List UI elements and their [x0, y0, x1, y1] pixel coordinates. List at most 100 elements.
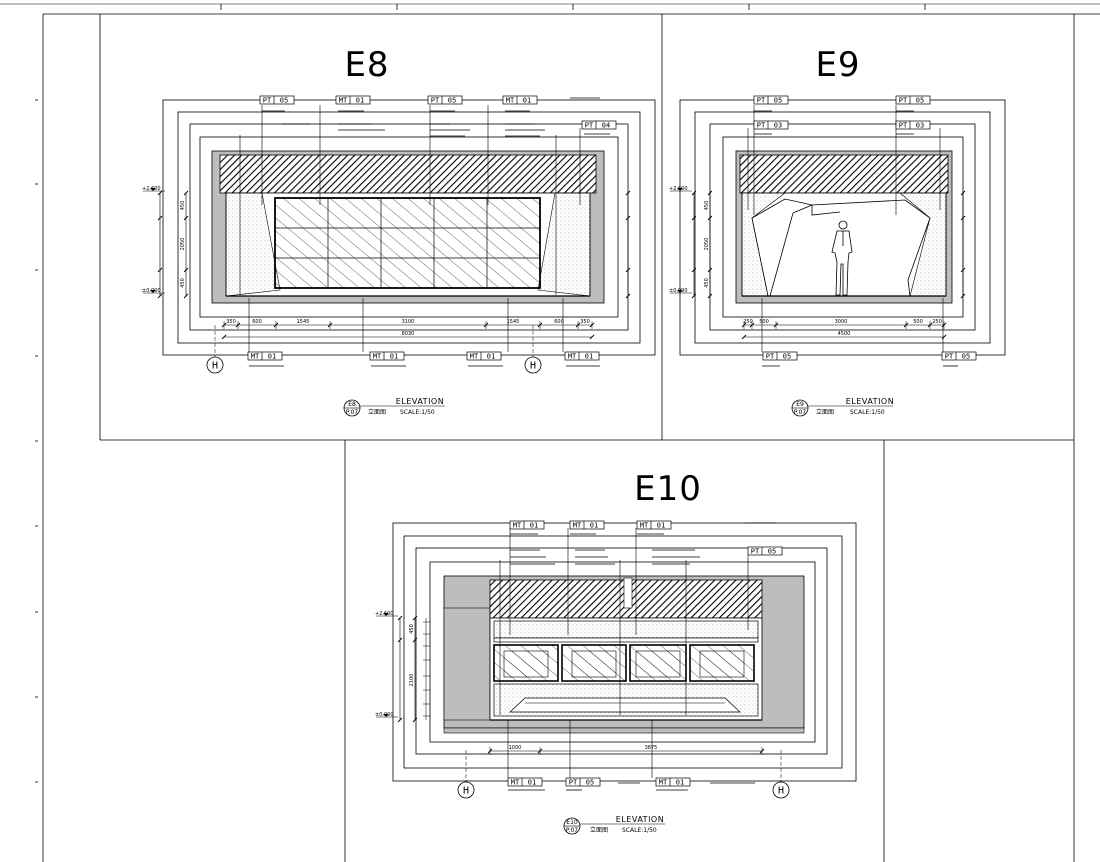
material-tag: MT 01 [569, 520, 605, 530]
sheet-frame [0, 3, 1100, 862]
dimension-value: 450 [409, 624, 415, 634]
elevation-e10: E10 [375, 469, 857, 835]
dimension-value: 250 [932, 319, 942, 325]
e8-caption-id: E8 [348, 401, 356, 408]
e8-caption-scale: SCALE:1/50 [400, 409, 435, 416]
dimension-value: 3875 [645, 745, 658, 751]
material-tag-code: PT [569, 778, 578, 786]
material-tag-code: PT [757, 96, 766, 104]
dimension-value: 2050 [704, 238, 710, 251]
material-tag: PT 05 [762, 351, 798, 361]
grid-marker [524, 356, 542, 374]
e10-caption-label: ELEVATION [616, 815, 664, 824]
material-tag-number: 04 [602, 121, 610, 129]
dimension-value: 350 [580, 319, 590, 325]
material-tag-code: PT [757, 121, 766, 129]
material-tag-code: MT [470, 352, 479, 360]
dimension-value: 1545 [297, 319, 310, 325]
level-mark: ±0.000 [142, 288, 161, 294]
level-mark: +2.600 [375, 611, 394, 617]
e10-caption: E10 P.07 ELEVATION 立面图 SCALE:1/50 [563, 815, 665, 835]
dimension-value: 500 [759, 319, 769, 325]
material-tag-number: 01 [528, 778, 536, 786]
dimension-value: 3000 [835, 319, 848, 325]
e8-caption-ref: P.07 [346, 409, 358, 416]
dimension-value: 600 [554, 319, 564, 325]
e10-caption-cn: 立面图 [590, 826, 608, 834]
e9-caption-label: ELEVATION [846, 397, 894, 406]
material-tag-code: MT [373, 352, 382, 360]
dimension-value: 600 [252, 319, 262, 325]
material-tag-code: PT [766, 352, 775, 360]
grid-marker-label: H [530, 361, 536, 372]
material-tag-number: 01 [590, 521, 598, 529]
e8-caption: E8 P.07 ELEVATION 立面图 SCALE:1/50 [343, 397, 445, 417]
dimension-value: 4500 [838, 331, 851, 337]
material-tag: MT 01 [335, 95, 371, 105]
material-tag-code: PT [751, 547, 760, 555]
material-tag-code: MT [573, 521, 582, 529]
material-tag-number: 03 [774, 121, 782, 129]
e8-caption-cn: 立面图 [368, 408, 386, 416]
material-tag: MT 01 [466, 351, 502, 361]
material-tag-code: PT [945, 352, 954, 360]
material-tag-number: 05 [280, 96, 288, 104]
dimension-value: 2050 [180, 238, 186, 251]
e9-caption-id: E9 [796, 401, 804, 408]
material-tag-code: PT [899, 121, 908, 129]
dimension-value: 450 [180, 278, 186, 288]
material-tag-code: PT [431, 96, 440, 104]
dimension-value: 450 [180, 201, 186, 211]
e9-bottom-material-tags: PT 05 PT 05 [762, 351, 977, 361]
material-tag-number: 01 [268, 352, 276, 360]
e10-leaders [499, 528, 749, 778]
material-tag-number: 01 [487, 352, 495, 360]
e9-caption-scale: SCALE:1/50 [850, 409, 885, 416]
e9-caption-cn: 立面图 [816, 408, 834, 416]
e9-right-jamb [899, 192, 947, 297]
level-mark: ±0.000 [375, 712, 394, 718]
material-tag-number: 01 [523, 96, 531, 104]
material-tag-code: MT [339, 96, 348, 104]
dimension-value: 350 [226, 319, 236, 325]
e9-frame-rings [679, 99, 1006, 356]
material-tag: PT 05 [941, 351, 977, 361]
material-tag-code: PT [899, 96, 908, 104]
e10-frame-rings [392, 522, 857, 782]
e9-caption-ref: P.07 [794, 409, 806, 416]
material-tag-number: 05 [962, 352, 970, 360]
material-tag-number: 05 [768, 547, 776, 555]
dimension-value: 1545 [507, 319, 520, 325]
material-tag-number: 01 [676, 778, 684, 786]
material-tag: PT 03 [753, 120, 789, 130]
material-tag-number: 01 [356, 96, 364, 104]
material-tag-number: 05 [783, 352, 791, 360]
grid-marker [457, 781, 475, 799]
material-tag: PT 05 [747, 546, 783, 556]
grid-marker-label: H [463, 786, 469, 797]
material-tag: PT 05 [259, 95, 295, 105]
e8-right-flared-jamb [537, 192, 591, 297]
grid-marker-label: H [212, 361, 218, 372]
e9-title: E9 [815, 45, 860, 85]
material-tag-code: PT [263, 96, 272, 104]
material-tag-number: 05 [916, 96, 924, 104]
material-tag-code: MT [640, 521, 649, 529]
